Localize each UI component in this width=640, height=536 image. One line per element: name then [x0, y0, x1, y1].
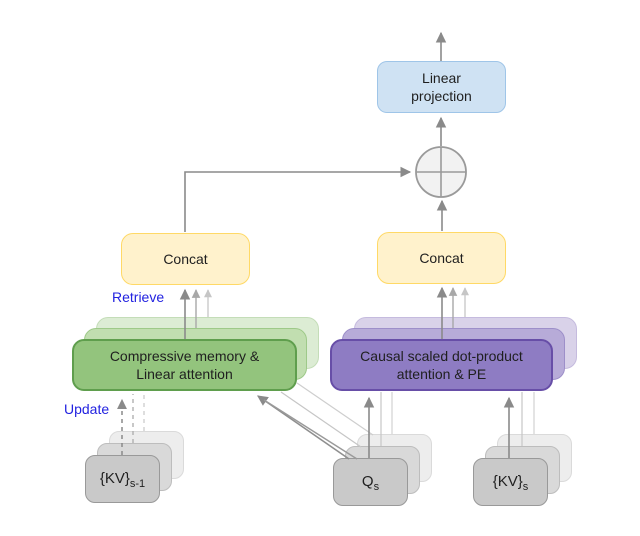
kv-cur-node: {KV}s — [473, 458, 548, 506]
kv-prev-label: {KV}s-1 — [99, 470, 146, 490]
causal-attention-label-line2: attention & PE — [396, 366, 487, 382]
query-to-memory-line-mid — [280, 391, 362, 448]
concat-right-node: Concat — [377, 232, 506, 284]
linear-projection-label-line2: projection — [411, 88, 472, 104]
q-node: Qs — [333, 458, 408, 506]
kv-cur-label: {KV}s — [492, 473, 529, 493]
causal-attention-label-line1: Causal scaled dot-product — [360, 348, 523, 364]
retrieve-label: Retrieve — [112, 289, 165, 305]
update-label: Update — [64, 401, 110, 417]
q-label: Qs — [361, 473, 380, 493]
linear-projection-label-line1: Linear — [422, 70, 461, 86]
compressive-memory-label-line1: Compressive memory & — [109, 348, 260, 364]
concat-left-label: Concat — [163, 251, 208, 267]
query-to-memory-line2 — [263, 399, 358, 460]
compressive-memory-label-line2: Linear attention — [136, 366, 233, 382]
concat-left-to-sum-arrow — [184, 166, 412, 232]
query-to-memory-arrow — [257, 395, 350, 460]
concat-left-node: Concat — [121, 233, 250, 285]
concat-right-label: Concat — [419, 250, 464, 266]
causal-attention-node: Causal scaled dot-product attention & PE — [330, 339, 553, 391]
linear-projection-node: Linear projection — [377, 61, 506, 113]
kv-prev-node: {KV}s-1 — [85, 455, 160, 503]
compressive-memory-node: Compressive memory & Linear attention — [72, 339, 297, 391]
add-circle-icon — [415, 146, 467, 198]
